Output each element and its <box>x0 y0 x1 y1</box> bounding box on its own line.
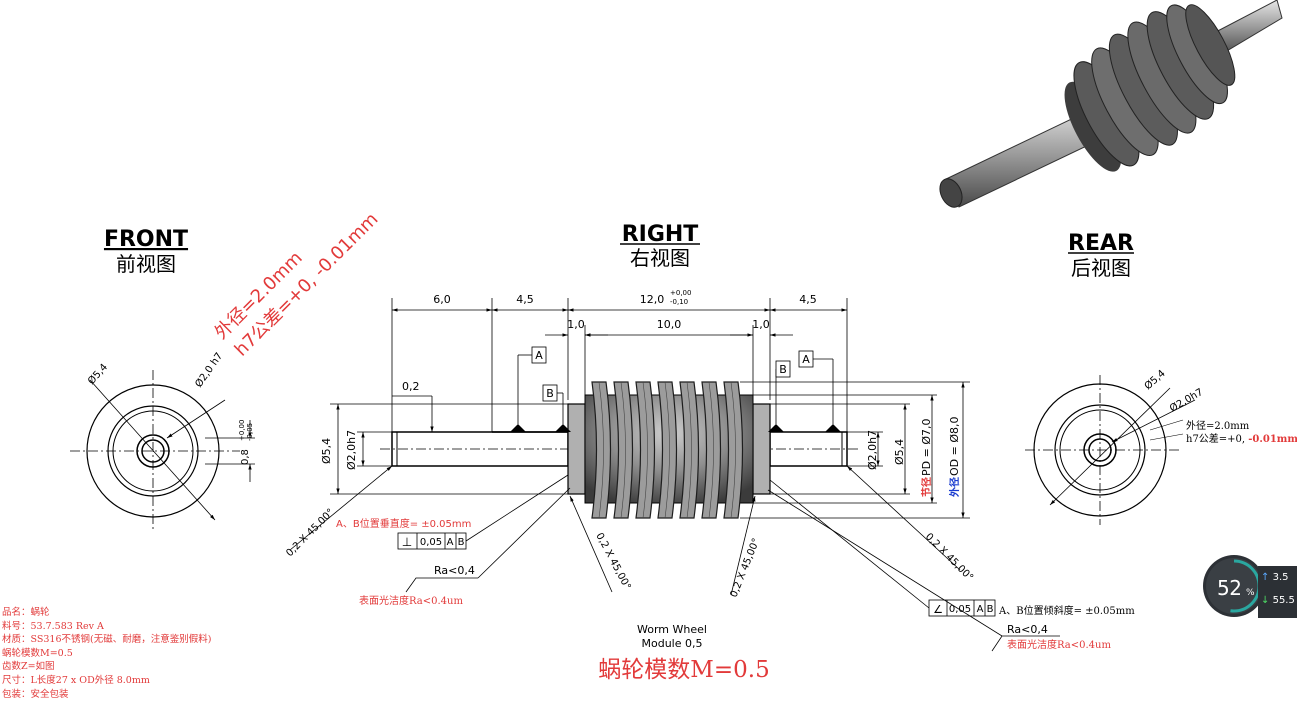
dim-len-worm-tol-upper: +0,00 <box>670 289 691 297</box>
rear-dia-outer: Ø5,4 <box>1142 367 1168 392</box>
right-subtitle: 右视图 <box>630 246 690 270</box>
dim-od-value: OD = Ø8,0 <box>948 417 961 477</box>
rear-note-line2-b: -0.01mm <box>1248 434 1297 445</box>
datum-a-right: A <box>802 353 810 366</box>
right-title: RIGHT <box>622 222 699 247</box>
front-view: FRONT 前视图 Ø5,4 Ø2,0 h7 外径=2.0mm h7公差=+0,… <box>70 209 382 530</box>
dim-shoulder-right: 1,0 <box>752 318 770 331</box>
note-line: 包装：安全包装 <box>2 688 69 700</box>
worm-3d-render <box>939 0 1283 208</box>
dim-len-worm: 12,0 <box>640 293 665 306</box>
datum-b-left: B <box>546 387 554 400</box>
dim-dia-right-inner: Ø2,0h7 <box>866 430 879 470</box>
front-dia-outer: Ø5,4 <box>85 361 110 387</box>
chamfer-3: 0,2 X 45,00° <box>729 537 763 599</box>
front-flat-dim: 0,8 <box>240 449 251 465</box>
note-line: 品名：蜗轮 <box>2 607 50 618</box>
upload-arrow-icon: ↑ <box>1261 572 1270 583</box>
angle-datum-a: A <box>977 604 984 615</box>
ra-note-left: 表面光洁度Ra<0.4um <box>359 594 463 607</box>
perp-datum-a: A <box>447 537 454 548</box>
dim-thread-len: 10,0 <box>657 318 682 331</box>
rear-note-line2: h7公差=+0, -0.01mm <box>1186 432 1297 445</box>
front-flat-tol-lower: -0,05 <box>246 423 254 441</box>
datum-a-left: A <box>535 349 543 362</box>
dim-len-right: 4,5 <box>799 293 817 306</box>
rear-note-line2-a: h7公差=+0, <box>1186 432 1248 445</box>
perp-symbol: ⊥ <box>402 535 412 549</box>
download-arrow-icon: ↓ <box>1261 595 1270 606</box>
note-line: 齿数Z=如图 <box>2 661 55 673</box>
widget-value: 52 <box>1217 576 1242 600</box>
dim-len-left: 6,0 <box>433 293 451 306</box>
perp-note: A、B位置垂直度= ±0.05mm <box>336 517 471 530</box>
dim-len-right-shaft: 4,5 <box>516 293 534 306</box>
right-view: RIGHT 右视图 6,0 4,5 12,0 +0,00 <box>284 222 1135 683</box>
dim-od-label: 外径 <box>948 477 961 498</box>
rear-dia-inner: Ø2,0h7 <box>1168 386 1206 415</box>
chamfer-1: 0,2 X 45,00° <box>284 507 336 559</box>
network-speed-panel[interactable]: ↑ 3.5 ↓ 55.5 <box>1258 566 1297 618</box>
dim-pd-value: PD = Ø7,0 <box>920 419 933 476</box>
widget-unit: % <box>1246 588 1255 598</box>
dim-shoulder-left: 1,0 <box>567 318 585 331</box>
module-big: 蜗轮模数M=0.5 <box>598 657 769 683</box>
chamfer-2: 0,2 X 45,00° <box>593 531 632 592</box>
part-name-en-2: Module 0,5 <box>642 637 703 650</box>
dim-dia-left-outer: Ø5,4 <box>320 438 333 464</box>
ra-left: Ra<0,4 <box>434 564 475 577</box>
front-title: FRONT <box>104 227 188 252</box>
perp-datum-b: B <box>458 537 465 548</box>
note-line: 材质：SS316不锈钢(无磁、耐磨，注意鉴别假料) <box>2 634 212 646</box>
front-dia-inner: Ø2,0 h7 <box>193 350 226 389</box>
rear-subtitle: 后视图 <box>1071 256 1131 280</box>
part-name-en-1: Worm Wheel <box>637 623 707 636</box>
note-line: 料号：53.7.583 Rev A <box>2 620 104 632</box>
chamfer-4: 0,2 X 45,00° <box>923 531 975 583</box>
angle-note: A、B位置倾斜度= ±0.05mm <box>998 604 1135 617</box>
dim-step: 0,2 <box>402 380 420 393</box>
rear-note-line1: 外径=2.0mm <box>1186 419 1250 432</box>
dim-dia-left-inner: Ø2,0h7 <box>345 430 358 470</box>
note-line: 尺寸：L长度27 x OD外径 8.0mm <box>2 674 150 686</box>
upload-speed: ↑ 3.5 <box>1261 572 1288 583</box>
note-line: 蜗轮模数M=0.5 <box>2 647 73 659</box>
dim-dia-right-outer: Ø5,4 <box>893 439 906 465</box>
ra-note-right: 表面光洁度Ra<0.4um <box>1007 638 1111 651</box>
performance-widget[interactable]: 52 % <box>1206 558 1262 614</box>
title-block-notes: 品名：蜗轮 料号：53.7.583 Rev A 材质：SS316不锈钢(无磁、耐… <box>2 606 211 701</box>
dim-pd-label: 节径 <box>920 477 933 497</box>
upload-value: 3.5 <box>1272 572 1289 583</box>
front-flat-tol-upper: +0,00 <box>238 420 246 441</box>
download-value: 55.5 <box>1272 595 1295 606</box>
ra-right: Ra<0,4 <box>1007 623 1048 636</box>
rear-view: REAR 后视图 Ø5,4 Ø2,0h7 外径=2.0mm h7公差=+0, -… <box>1025 231 1297 525</box>
dim-len-worm-tol-lower: -0,10 <box>670 298 688 306</box>
datum-b-right: B <box>779 363 787 376</box>
angle-datum-b: B <box>987 604 994 615</box>
download-speed: ↓ 55.5 <box>1261 595 1295 606</box>
front-subtitle: 前视图 <box>116 252 176 276</box>
angle-symbol: ∠ <box>933 603 943 616</box>
worm-threads <box>584 381 754 519</box>
rear-title: REAR <box>1068 231 1134 256</box>
perp-tol: 0,05 <box>420 537 442 548</box>
